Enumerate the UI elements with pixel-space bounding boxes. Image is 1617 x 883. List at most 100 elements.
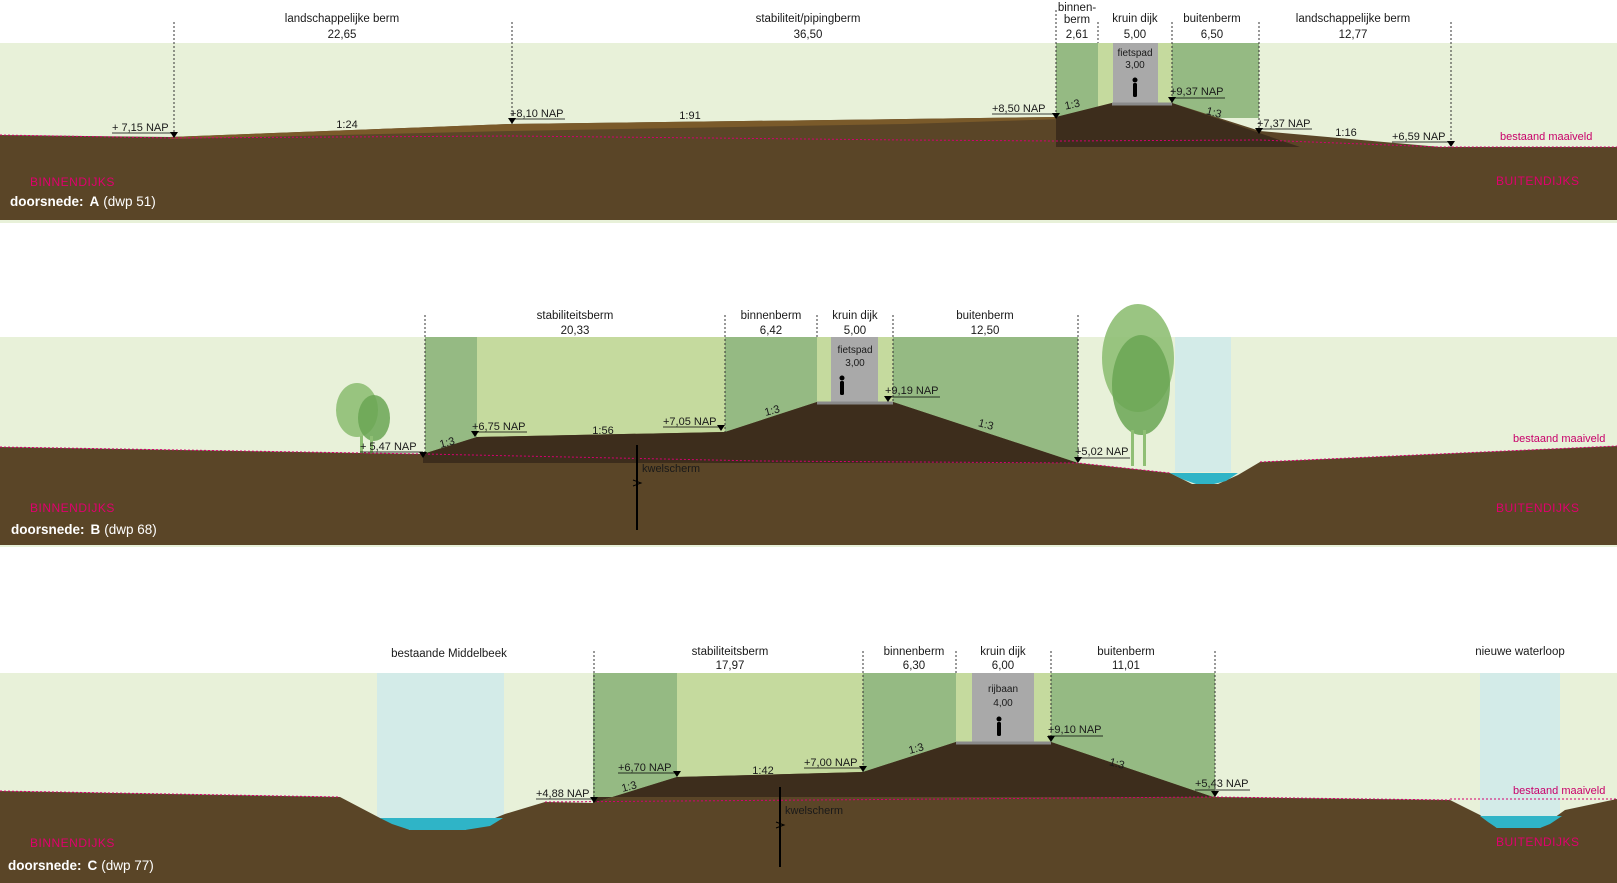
section-c: kwelscherm bestaande Middelbeek nieuwe w… [0, 646, 1617, 883]
path-a-width: 3,00 [1125, 60, 1145, 71]
zone-a-3-name-line2: berm [1064, 14, 1090, 26]
side-left-a: BINNENDIJKS [30, 175, 115, 189]
maaiveld-label-c: bestaand maaiveld [1513, 785, 1605, 797]
ground-c [0, 742, 1617, 883]
level-marker-icon [1255, 128, 1263, 134]
slope-b-4: 1:3 [977, 417, 995, 433]
path-a-label: fietspad [1117, 48, 1152, 59]
cyclist-icon [1132, 77, 1138, 97]
dike-core-b [423, 402, 1078, 463]
zone-a-2-width: 36,50 [794, 29, 823, 41]
slope-a-2: 1:91 [679, 110, 700, 122]
level-marker-icon [508, 118, 516, 124]
level-marker-icon [471, 431, 479, 437]
zone-b-3-name: kruin dijk [832, 310, 878, 322]
level-b-4: +9,19 NAP [885, 385, 939, 397]
fietspad-box-b [831, 337, 878, 402]
side-right-b: BUITENDIJKS [1496, 501, 1580, 515]
water-box-right-c [1480, 673, 1560, 818]
zone-a-6-width: 12,77 [1339, 29, 1368, 41]
water-b [1170, 473, 1238, 484]
zone-c-1-width: 17,97 [716, 660, 745, 672]
zone-a-5-width: 6,50 [1201, 29, 1223, 41]
slope-a-3: 1:3 [1064, 98, 1081, 113]
zone-c-4-width: 11,01 [1112, 660, 1140, 672]
level-marker-icon [1447, 141, 1455, 147]
level-marker-icon [1168, 97, 1176, 103]
section-title-a: doorsnede:A(dwp 51) [10, 194, 156, 209]
maaiveld-line-c [0, 790, 1617, 803]
maaiveld-line-b [0, 445, 1617, 474]
zone-a-3-width: 2,61 [1066, 29, 1088, 41]
side-right-c: BUITENDIJKS [1496, 835, 1580, 849]
zone-a-6-name: landschappelijke berm [1296, 13, 1410, 25]
cyclist-icon [996, 716, 1002, 736]
level-a-4: +9,37 NAP [1170, 86, 1224, 98]
section-a: landschappelijke berm 22,65 stabiliteit/… [0, 2, 1617, 223]
dimension-guides-a [173, 10, 1452, 145]
level-a-1: + 7,15 NAP [112, 122, 169, 134]
slope-b-1: 1:3 [438, 435, 456, 451]
section-b: kwelscherm stabiliteitsberm 20,33 binnen… [0, 304, 1617, 547]
binnenberm-block-a [1056, 43, 1098, 118]
level-marker-icon [1052, 113, 1060, 119]
dike-core-c [593, 742, 1213, 803]
tree-right-b [1102, 304, 1174, 466]
level-marker-icon [1047, 736, 1055, 742]
rijbaan-box-c [972, 673, 1034, 743]
level-marker-icon [170, 132, 178, 138]
dike-core-a [1056, 103, 1300, 147]
water-box-left-c [377, 673, 504, 818]
level-a-5: +7,37 NAP [1257, 118, 1311, 130]
berm-left-block-c [593, 673, 677, 803]
dimension-guides-b [424, 315, 1079, 463]
slope-c-4: 1:3 [1108, 756, 1126, 772]
zone-c-2-width: 6,30 [903, 660, 925, 672]
level-c-3: +7,00 NAP [804, 757, 858, 769]
topsoil-a [170, 117, 1062, 139]
slope-c-3: 1:3 [907, 741, 925, 757]
kwelscherm-label-c: kwelscherm [785, 805, 843, 817]
level-marker-icon [884, 396, 892, 402]
stabiliteitsberm-block-c [677, 673, 863, 783]
level-a-2: +8,10 NAP [510, 108, 564, 120]
berm-left-block-b [425, 337, 477, 454]
level-b-2: +6,75 NAP [472, 421, 526, 433]
zone-b-2-name: binnenberm [741, 310, 802, 322]
zone-c-3-name: kruin dijk [980, 646, 1026, 658]
water-box-b [1175, 337, 1231, 472]
zone-c-3-width: 6,00 [992, 660, 1014, 672]
tree-left-b [336, 383, 390, 453]
slope-c-2: 1:42 [752, 765, 773, 777]
level-marker-icon [590, 797, 598, 803]
side-left-c: BINNENDIJKS [30, 836, 115, 850]
zone-a-1-name: landschappelijke berm [285, 13, 399, 25]
maaiveld-line-a [0, 134, 1617, 148]
level-marker-icon [1074, 457, 1082, 463]
level-b-5: +5,02 NAP [1075, 446, 1129, 458]
level-b-3: +7,05 NAP [663, 416, 717, 428]
water-left-label-c: bestaande Middelbeek [391, 648, 507, 660]
slope-b-3: 1:3 [763, 403, 781, 419]
level-a-3: +8,50 NAP [992, 103, 1046, 115]
water-right-label-c: nieuwe waterloop [1475, 646, 1565, 658]
level-marker-icon [859, 766, 867, 772]
level-c-2: +6,70 NAP [618, 762, 672, 774]
maaiveld-label-b: bestaand maaiveld [1513, 433, 1605, 445]
water-right-c [1480, 816, 1562, 828]
path-c-width: 4,00 [993, 698, 1013, 709]
dimension-guides-c [593, 651, 1216, 803]
zone-b-4-width: 12,50 [971, 325, 1000, 337]
path-c-label: rijbaan [988, 684, 1018, 695]
section-title-b: doorsnede:B(dwp 68) [11, 522, 157, 537]
level-c-1: +4,88 NAP [536, 788, 590, 800]
zone-a-2-name: stabiliteit/pipingberm [756, 13, 861, 25]
zone-c-1-name: stabiliteitsberm [692, 646, 769, 658]
water-left-c [380, 818, 503, 830]
zone-a-4-width: 5,00 [1124, 29, 1146, 41]
zone-b-1-name: stabiliteitsberm [537, 310, 614, 322]
slope-a-1: 1:24 [336, 119, 357, 131]
section-title-c: doorsnede:C(dwp 77) [8, 858, 154, 873]
stabiliteitsberm-block-b [477, 337, 725, 447]
